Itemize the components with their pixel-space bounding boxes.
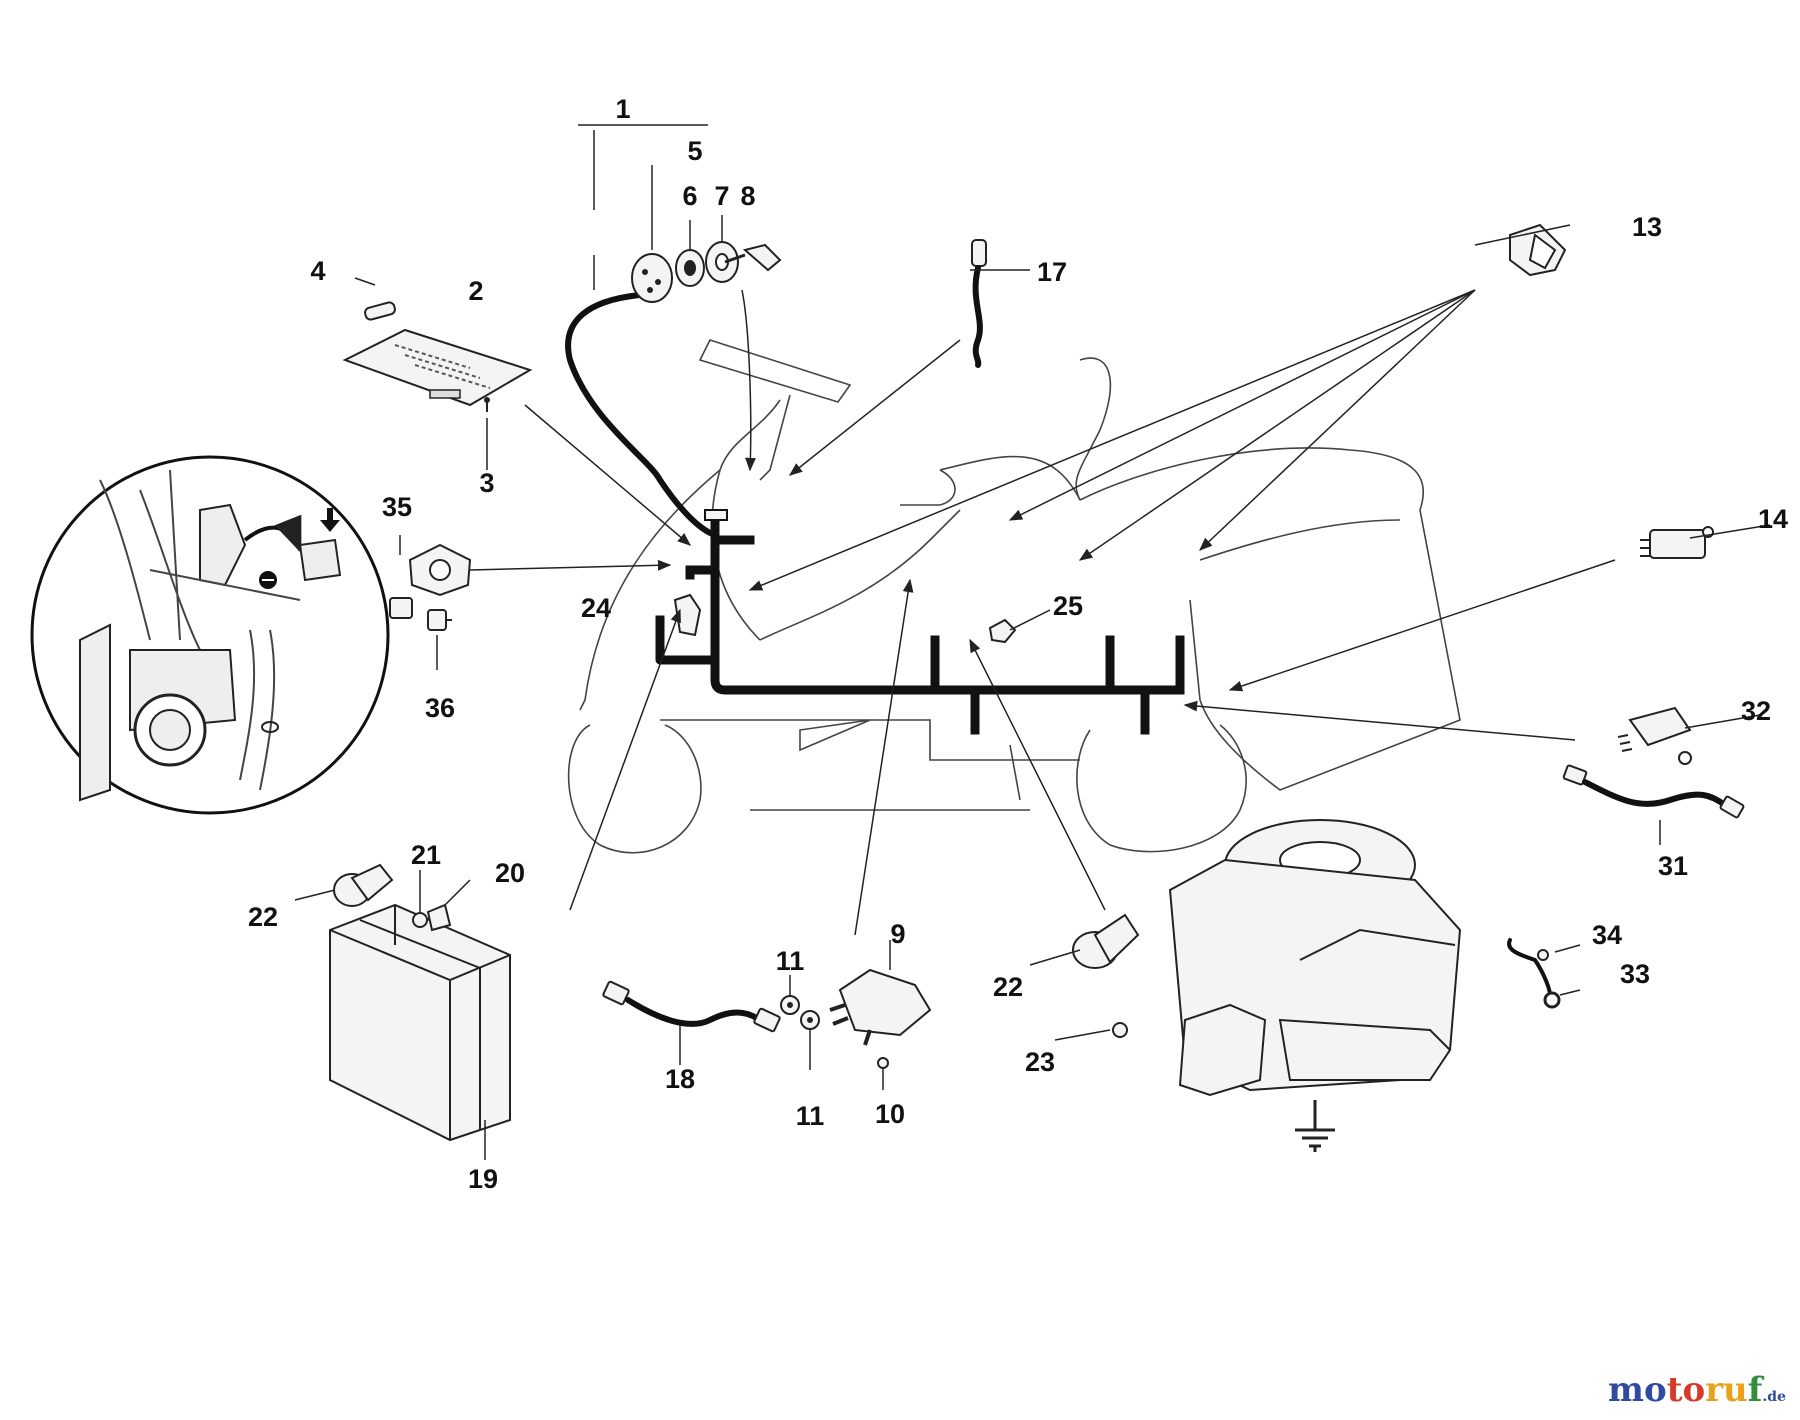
part-key-8 — [724, 243, 782, 272]
part-ground-cable-33 — [1507, 938, 1561, 1009]
callout-3: 3 — [479, 468, 494, 498]
callout-22-right: 22 — [993, 972, 1023, 1002]
callout-17: 17 — [1037, 257, 1067, 287]
callout-5: 5 — [687, 136, 702, 166]
watermark-brand: motoruf — [1608, 1370, 1763, 1410]
part-battery-19 — [329, 903, 511, 1142]
part-microswitch-14 — [1640, 526, 1714, 559]
part-engine — [1168, 819, 1462, 1097]
callout-32: 32 — [1741, 696, 1771, 726]
callout-19: 19 — [468, 1164, 498, 1194]
callout-2: 2 — [468, 276, 483, 306]
callout-9: 9 — [890, 919, 905, 949]
motoruf-watermark: motoruf.de — [1608, 1370, 1786, 1410]
part-fuse-4 — [364, 301, 396, 321]
part-nut-23 — [1112, 1022, 1128, 1038]
part-solenoid-9 — [829, 968, 932, 1046]
ground-symbol — [1295, 1100, 1335, 1152]
callout-8: 8 — [740, 181, 755, 211]
callout-4: 4 — [310, 256, 325, 286]
part-nut-11-a — [780, 995, 800, 1015]
part-bracket-20 — [426, 903, 452, 932]
callout-22-left: 22 — [248, 902, 278, 932]
tractor-outline — [567, 339, 1461, 854]
part-relay-32 — [1617, 706, 1692, 765]
callout-36: 36 — [425, 693, 455, 723]
callout-11-bottom: 11 — [796, 1101, 825, 1131]
part-nut-6 — [675, 249, 705, 287]
detail-inset-circle — [30, 455, 390, 815]
part-cable-17 — [971, 239, 987, 368]
callout-1: 1 — [615, 94, 630, 124]
part-bezel-7 — [705, 241, 739, 283]
callout-24: 24 — [581, 593, 611, 623]
callout-31: 31 — [1658, 851, 1688, 881]
part-terminal-cap-22-right — [1072, 913, 1140, 969]
part-clip-25 — [988, 618, 1017, 644]
part-switch-13 — [1509, 223, 1567, 277]
callout-11-top: 11 — [776, 946, 805, 976]
part-bolt-21 — [412, 912, 428, 928]
part-nut-11-b — [800, 1010, 820, 1030]
watermark-suffix: .de — [1762, 1389, 1786, 1405]
callout-20: 20 — [495, 858, 525, 888]
callout-13: 13 — [1632, 212, 1662, 242]
part-connector-24 — [673, 593, 702, 637]
callout-21: 21 — [411, 840, 441, 870]
wiring-harness — [565, 292, 1185, 735]
callout-14: 14 — [1758, 504, 1788, 534]
part-circuit-board-2 — [342, 328, 533, 407]
part-ignition-switch-5 — [631, 253, 673, 303]
leader-lines — [294, 124, 1771, 1160]
callout-33: 33 — [1620, 959, 1650, 989]
part-screw-34 — [1537, 949, 1549, 961]
callout-7: 7 — [714, 181, 729, 211]
callout-25: 25 — [1053, 591, 1083, 621]
callout-6: 6 — [682, 181, 697, 211]
callout-18: 18 — [665, 1064, 695, 1094]
part-fuse-holder-35 — [389, 543, 472, 619]
part-wire-18 — [602, 980, 781, 1033]
callout-34: 34 — [1592, 920, 1622, 950]
callout-35: 35 — [382, 492, 412, 522]
callout-labels: 1 5 6 7 8 4 2 3 17 13 14 35 36 24 25 32 … — [248, 94, 1788, 1194]
callout-23: 23 — [1025, 1047, 1055, 1077]
part-fuse-36 — [427, 609, 452, 631]
part-terminal-cap-22-left — [333, 863, 394, 907]
part-screw-10 — [877, 1057, 889, 1069]
part-wire-31 — [1562, 764, 1745, 819]
part-screw-3 — [484, 397, 490, 412]
callout-10: 10 — [875, 1099, 905, 1129]
